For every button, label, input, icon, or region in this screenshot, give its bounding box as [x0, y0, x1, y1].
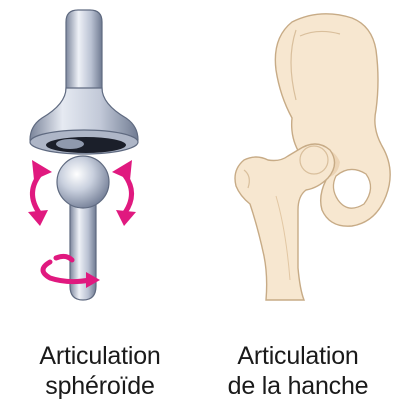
caption-hip: Articulation de la hanche: [198, 341, 398, 401]
femur-icon: [235, 144, 335, 300]
caption-ball-and-socket-line2: sphéroïde: [0, 371, 200, 401]
caption-ball-and-socket: Articulation sphéroïde: [0, 341, 200, 401]
caption-ball-and-socket-line1: Articulation: [0, 341, 200, 371]
caption-hip-line1: Articulation: [198, 341, 398, 371]
caption-hip-line2: de la hanche: [198, 371, 398, 401]
ball-and-socket-model-icon: [30, 10, 138, 300]
